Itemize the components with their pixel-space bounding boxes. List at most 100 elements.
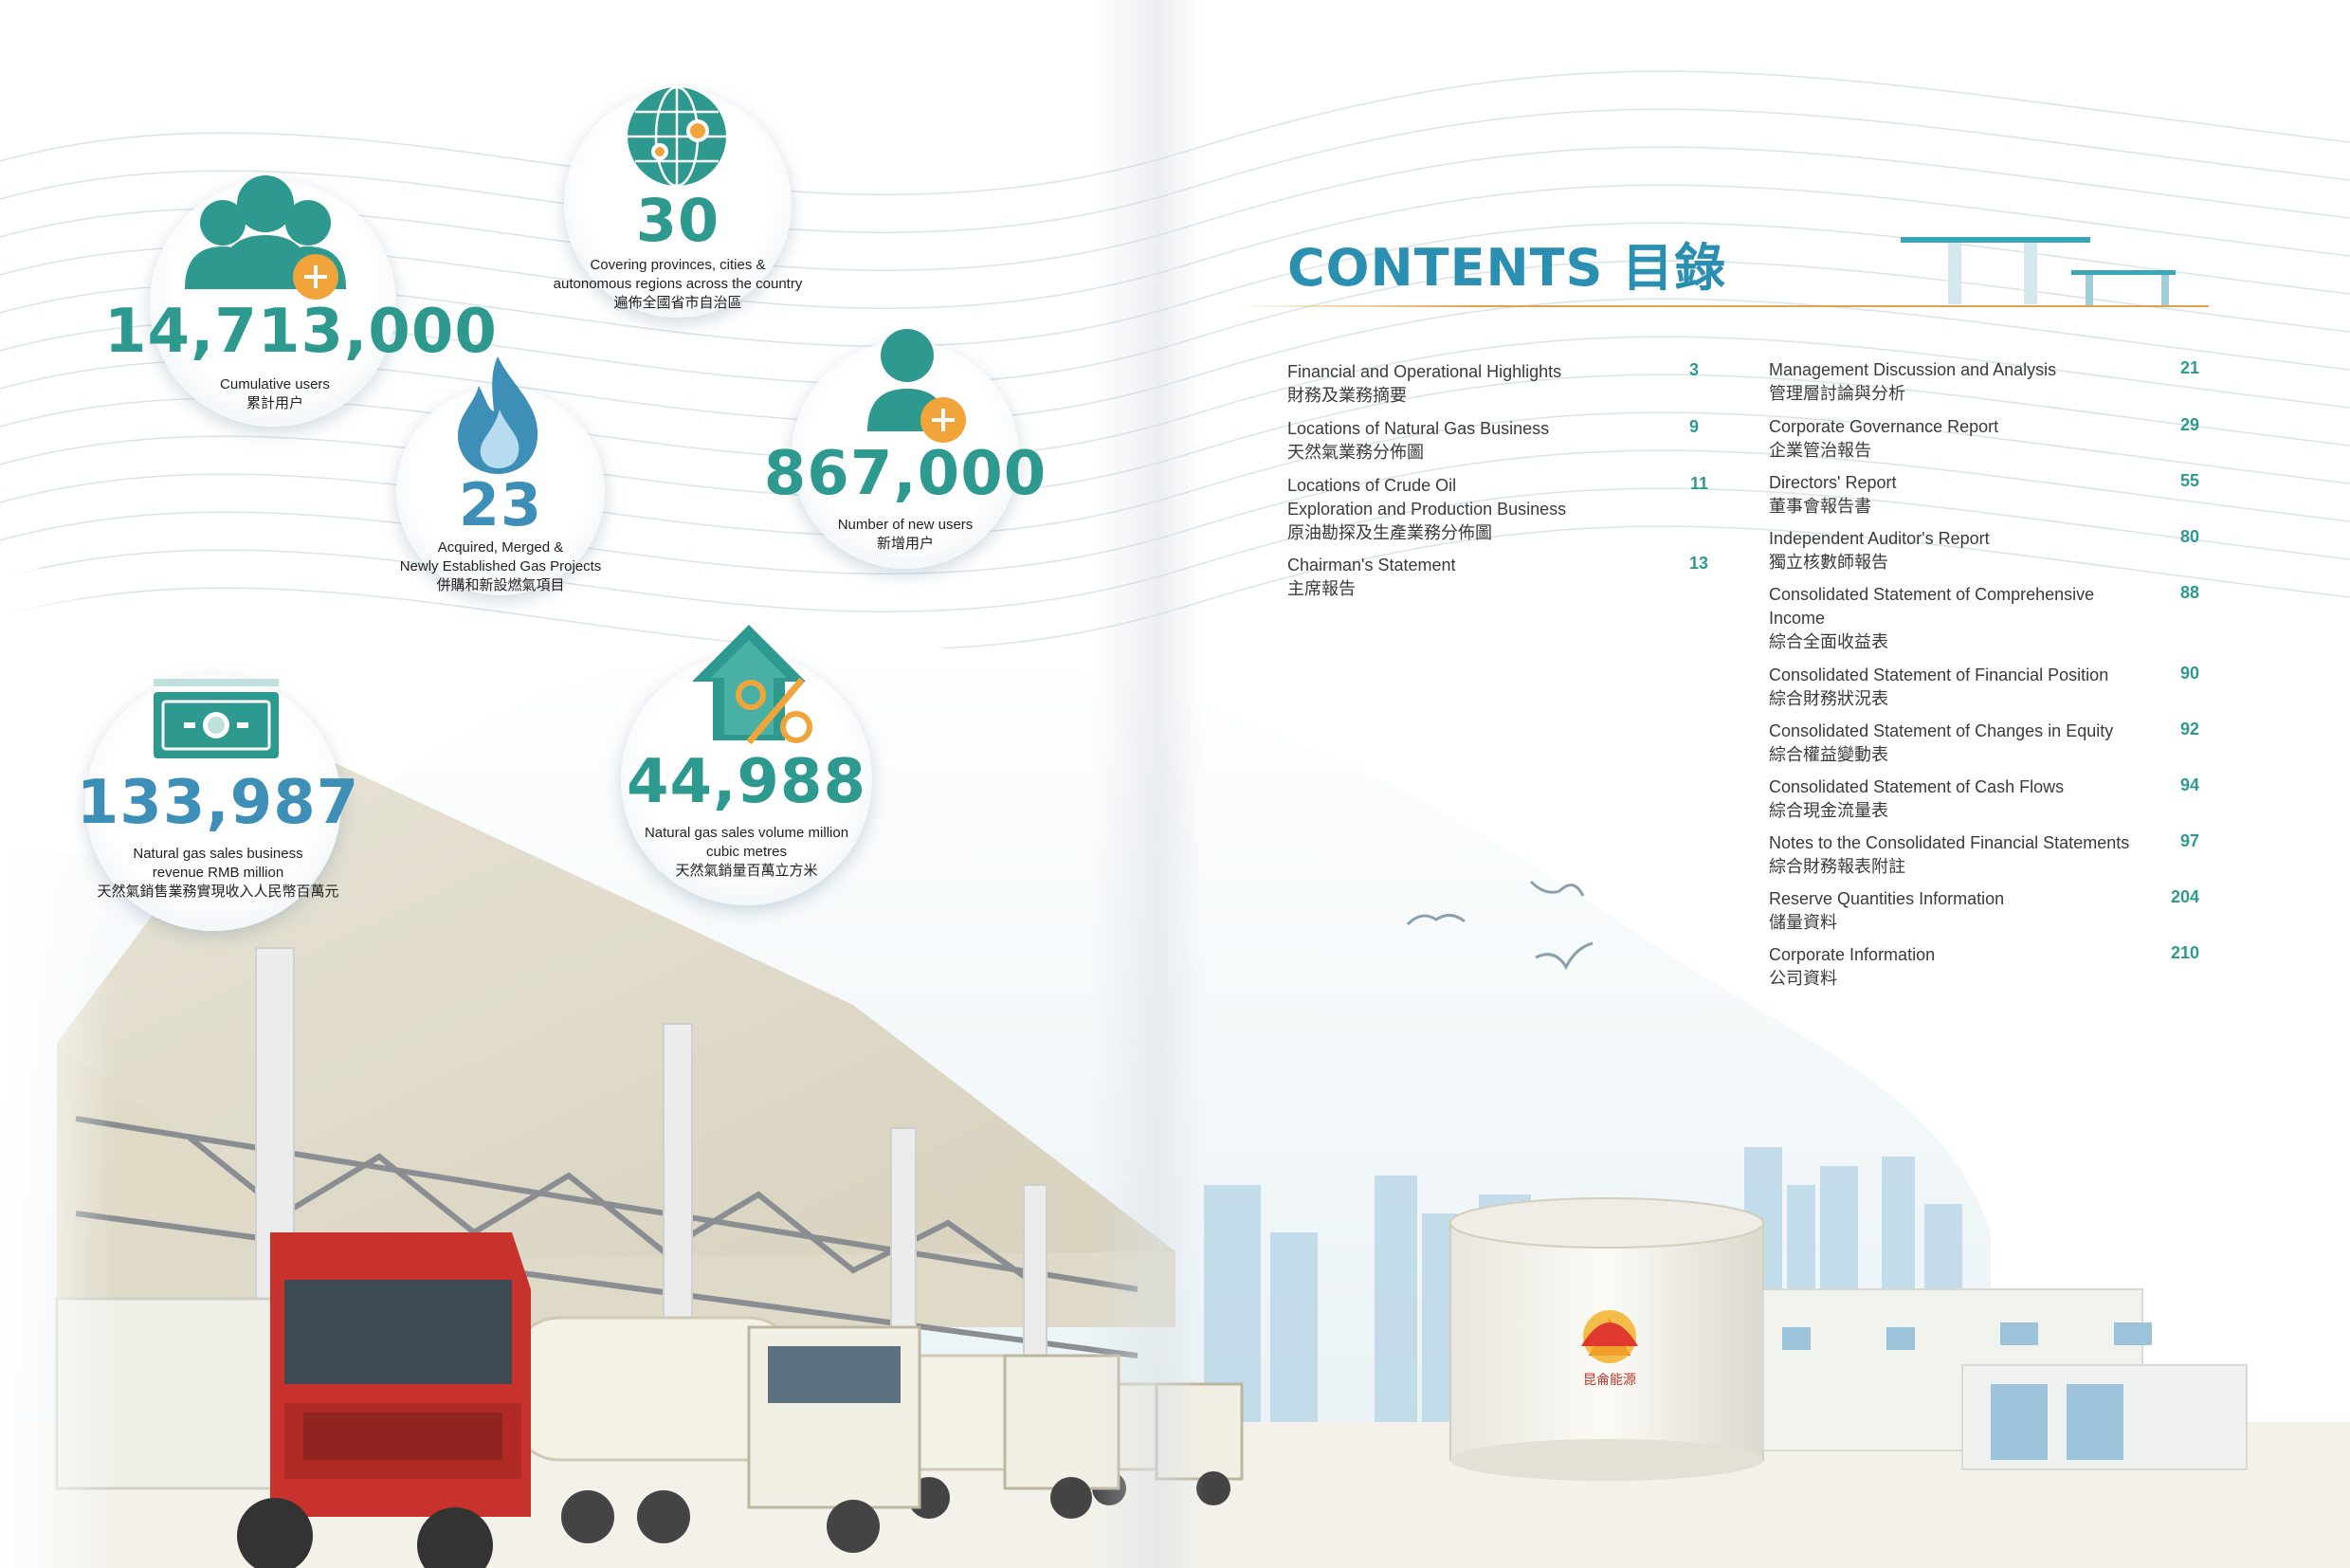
stat-regions-caption-en-1: Covering provinces, cities & [590, 257, 766, 273]
toc-page-number[interactable]: 21 [2179, 358, 2199, 377]
toc-page-number[interactable]: 13 [1688, 554, 1708, 573]
company-logo [1581, 1310, 1638, 1363]
toc-entry-financial-position[interactable]: Consolidated Statement of Financial Posi… [1769, 664, 2167, 711]
toc-entry-zh: 公司資料 [1769, 969, 1837, 988]
stat-users-caption-zh: 累計用户 [246, 395, 303, 411]
toc-page-number[interactable]: 80 [2179, 527, 2199, 546]
toc-entry-zh: 綜合全面收益表 [1769, 632, 1888, 651]
toc-page-number[interactable]: 210 [2170, 943, 2199, 962]
toc-entry-en-2: Income [1769, 609, 1826, 628]
stat-projects-caption-en-2: Newly Established Gas Projects [399, 558, 602, 574]
toc-entry-corporate-governance[interactable]: Corporate Governance Report 企業管治報告 [1769, 415, 2167, 463]
toc-entry-en: Consolidated Statement of Cash Flows [1769, 777, 2065, 796]
toc-entry-en: Independent Auditor's Report [1769, 529, 1990, 548]
left-fade [0, 569, 114, 1568]
stat-new-users-value: 867,000 [763, 439, 1047, 509]
toc-page-number[interactable]: 88 [2179, 583, 2199, 602]
stat-projects-caption-en-1: Acquired, Merged & [437, 539, 564, 556]
toc-entry-en: Chairman's Statement [1287, 556, 1456, 574]
title-rule [1232, 305, 2209, 307]
stat-revenue-caption-zh: 天然氣銷售業務實現收入人民幣百萬元 [97, 884, 339, 900]
stat-users-caption-en: Cumulative users [220, 376, 330, 392]
storage-tank [1449, 1197, 1764, 1481]
toc-entry-en-1: Locations of Crude Oil [1287, 476, 1457, 495]
red-truck [55, 1232, 531, 1568]
stat-volume-caption-zh: 天然氣銷量百萬立方米 [675, 863, 818, 879]
toc-page-number[interactable]: 11 [1689, 474, 1708, 493]
users-icon [185, 175, 346, 300]
toc-entry-en: Consolidated Statement of Changes in Equ… [1769, 721, 2114, 740]
stat-volume: 44,988 Natural gas sales volume million … [602, 752, 891, 881]
toc-entry-zh: 獨立核數師報告 [1769, 553, 1888, 572]
stat-revenue-value: 133,987 [76, 768, 360, 838]
stat-projects-caption-zh: 併購和新設燃氣項目 [436, 577, 565, 593]
stat-revenue-caption-en-1: Natural gas sales business [133, 846, 303, 862]
contents-title: CONTENTS 目錄 [1287, 238, 1727, 298]
stat-users: 14,713,000 Cumulative users 累計用户 [104, 297, 498, 413]
toc-entry-zh: 董事會報告書 [1769, 497, 1871, 516]
growth-percent-icon [692, 625, 812, 744]
stat-revenue-caption-en-2: revenue RMB million [152, 865, 284, 881]
gas-station-icon [1901, 237, 2176, 305]
toc-entry-en: Directors' Report [1769, 473, 1897, 492]
stat-regions-caption-en-2: autonomous regions across the country [553, 276, 803, 292]
toc-page-number[interactable]: 29 [2179, 415, 2199, 434]
toc-entry-zh: 財務及業務摘要 [1287, 386, 1407, 405]
stat-regions-caption-zh: 遍佈全國省市自治區 [613, 295, 742, 311]
toc-page-number[interactable]: 3 [1688, 360, 1699, 379]
toc-entry-comprehensive-income[interactable]: Consolidated Statement of Comprehensive … [1769, 583, 2167, 654]
toc-page-number[interactable]: 94 [2179, 775, 2199, 794]
toc-page-number[interactable]: 90 [2179, 664, 2199, 683]
new-user-icon [867, 329, 966, 443]
toc-entry-zh: 主席報告 [1287, 579, 1356, 598]
toc-entry-natural-gas-locations[interactable]: Locations of Natural Gas Business 天然氣業務分… [1287, 417, 1648, 465]
toc-entry-changes-in-equity[interactable]: Consolidated Statement of Changes in Equ… [1769, 720, 2167, 767]
stat-new-users-caption-en: Number of new users [837, 517, 974, 533]
toc-page-number[interactable]: 97 [2179, 831, 2199, 850]
stat-projects: 23 Acquired, Merged & Newly Established … [370, 476, 631, 595]
toc-entry-zh: 綜合財務報表附註 [1769, 857, 1905, 876]
toc-entry-chairmans-statement[interactable]: Chairman's Statement 主席報告 [1287, 554, 1648, 601]
toc-entry-en: Corporate Governance Report [1769, 417, 1999, 436]
stat-new-users: 867,000 Number of new users 新增用户 [758, 444, 1052, 554]
office-buildings [1762, 1288, 2248, 1470]
toc-entry-zh: 儲量資料 [1769, 913, 1837, 932]
stat-new-users-caption-zh: 新增用户 [876, 536, 934, 552]
globe-icon [628, 85, 726, 188]
toc-page-number[interactable]: 204 [2170, 887, 2199, 906]
toc-entry-auditors-report[interactable]: Independent Auditor's Report 獨立核數師報告 [1769, 527, 2167, 574]
stat-users-value: 14,713,000 [104, 297, 498, 367]
toc-page-number[interactable]: 9 [1688, 417, 1699, 436]
toc-page-number[interactable]: 55 [2179, 471, 2199, 490]
toc-entry-corporate-information[interactable]: Corporate Information 公司資料 [1769, 943, 2167, 991]
toc-entry-en: Management Discussion and Analysis [1769, 360, 2057, 379]
toc-entry-zh: 原油勘探及生產業務分佈圖 [1287, 523, 1492, 542]
toc-entry-notes[interactable]: Notes to the Consolidated Financial Stat… [1769, 831, 2167, 879]
stat-regions: 30 Covering provinces, cities & autonomo… [526, 191, 829, 313]
toc-entry-crude-oil-locations[interactable]: Locations of Crude Oil Exploration and P… [1287, 474, 1648, 545]
toc-entry-zh: 綜合財務狀況表 [1769, 689, 1888, 708]
stat-volume-caption-en-1: Natural gas sales volume million [644, 825, 849, 841]
seagulls [1406, 880, 1594, 971]
toc-entry-en: Locations of Natural Gas Business [1287, 419, 1550, 438]
toc-entry-zh: 天然氣業務分佈圖 [1287, 443, 1424, 462]
stat-projects-value: 23 [458, 470, 543, 539]
banknote-icon [154, 679, 279, 758]
stat-revenue: 133,987 Natural gas sales business reven… [57, 773, 379, 902]
toc-entry-cash-flows[interactable]: Consolidated Statement of Cash Flows 綜合現… [1769, 775, 2167, 823]
stat-volume-caption-en-2: cubic metres [705, 844, 788, 860]
toc-entry-reserve-quantities[interactable]: Reserve Quantities Information 儲量資料 [1769, 887, 2167, 935]
tank-logo-text: 昆侖能源 [1583, 1372, 1636, 1388]
toc-entry-directors-report[interactable]: Directors' Report 董事會報告書 [1769, 471, 2167, 519]
toc-entry-zh: 綜合權益變動表 [1769, 745, 1888, 764]
toc-entry-financial-highlights[interactable]: Financial and Operational Highlights 財務及… [1287, 360, 1648, 408]
toc-entry-zh: 綜合現金流量表 [1769, 801, 1888, 820]
toc-entry-en-1: Consolidated Statement of Comprehensive [1769, 585, 2095, 604]
page-gutter [1090, 0, 1204, 1568]
toc-entry-mda[interactable]: Management Discussion and Analysis 管理層討論… [1769, 358, 2167, 406]
stat-regions-value: 30 [635, 186, 720, 255]
toc-entry-zh: 管理層討論與分析 [1769, 384, 1905, 403]
toc-page-number[interactable]: 92 [2179, 720, 2199, 738]
